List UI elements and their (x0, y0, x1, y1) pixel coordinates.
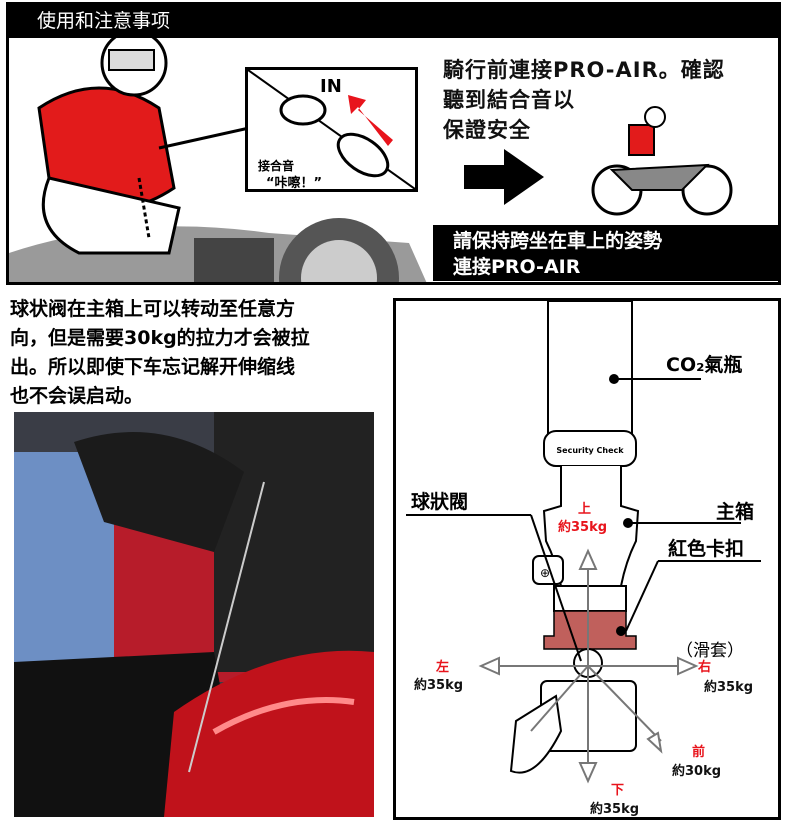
connector-inset: IN 接合音 “咔嚓！” (245, 67, 418, 192)
right-force: 約35kg (704, 679, 753, 695)
rider-illustration (9, 38, 427, 282)
sleeve-label: （滑套） (676, 641, 744, 661)
down-force: 約35kg (590, 801, 639, 817)
arrow-right-icon (464, 149, 544, 205)
left-direction: 左 (436, 659, 449, 675)
up-direction: 上 (578, 502, 591, 517)
red-clip-label: 紅色卡扣 (668, 537, 744, 560)
photo-pull-demo (14, 412, 374, 817)
posture-note: 請保持跨坐在車上的姿勢 連接PRO-AIR (433, 225, 778, 281)
description-line: 出。所以即使下车忘记解开伸缩线 (10, 356, 296, 378)
down-direction: 下 (611, 783, 624, 798)
ball-valve-label: 球狀閥 (411, 490, 468, 513)
description-line: 球状阀在主箱上可以转动至任意方 (10, 298, 296, 320)
note-line: 連接PRO-AIR (453, 256, 581, 278)
up-force: 約35kg (558, 519, 607, 535)
security-check-label: Security Check (556, 446, 624, 455)
right-direction: 右 (697, 659, 711, 675)
motorcycle-rider-icon (591, 106, 733, 216)
sound-text: “咔嚓！” (266, 175, 322, 189)
valve-diagram: Security Check ⊕ CO₂氣瓶 球狀閥 主箱 紅色卡扣 （滑套） … (393, 298, 781, 820)
front-direction: 前 (692, 744, 705, 760)
ball-valve-description: 球状阀在主箱上可以转动至任意方 向，但是需要30kg的拉力才会被拉 出。所以即使… (10, 295, 390, 411)
description-line: 向，但是需要30kg的拉力才会被拉 (10, 327, 310, 349)
description-line: 也不会误启动。 (10, 385, 144, 407)
instruction-line: 保證安全 (443, 118, 531, 142)
main-box-label: 主箱 (716, 500, 754, 523)
instruction-text: 騎行前連接PRO-AIR。確認 聽到結合音以 保證安全 (443, 55, 725, 145)
left-force: 約35kg (414, 677, 463, 693)
instruction-line: 騎行前連接PRO-AIR。確認 (443, 58, 725, 82)
note-line: 請保持跨坐在車上的姿勢 (453, 230, 663, 252)
in-label: IN (320, 76, 342, 97)
co2-cylinder-label: CO₂氣瓶 (666, 353, 742, 376)
instruction-line: 聽到結合音以 (443, 88, 575, 112)
screw-icon: ⊕ (540, 566, 550, 580)
section-title: 使用和注意事项 (9, 5, 778, 38)
sound-label: 接合音 (258, 158, 294, 173)
front-force: 約30kg (672, 763, 721, 779)
usage-panel: 使用和注意事项 IN 接合音 “咔嚓！” 騎行前連接PRO-AIR。確認 聽到結… (6, 2, 781, 285)
